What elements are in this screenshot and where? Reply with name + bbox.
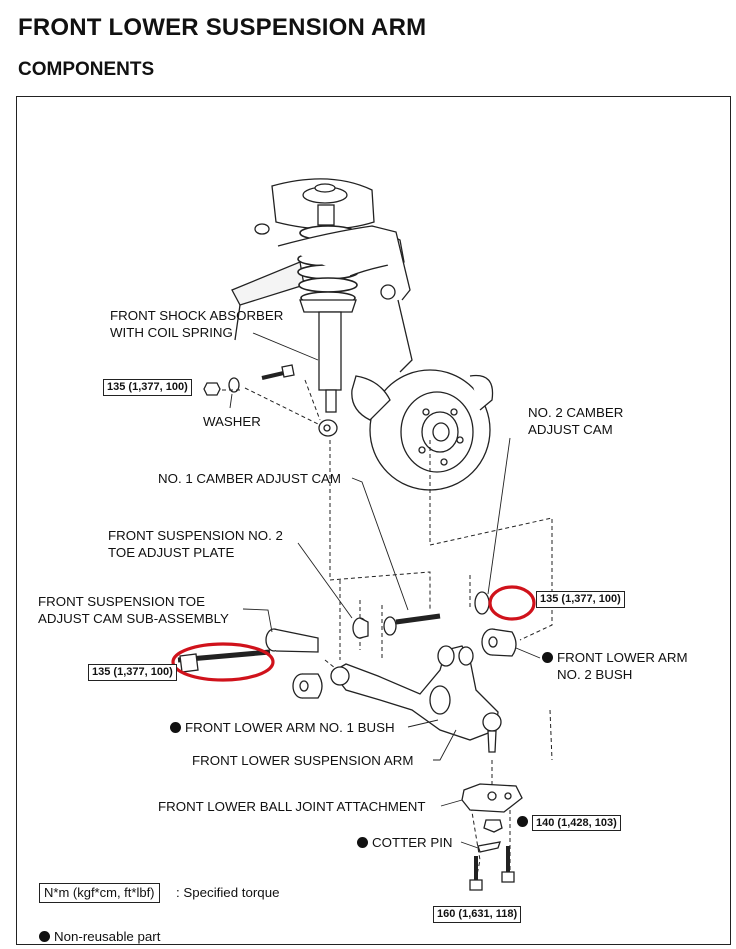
leader-lines [229,332,541,849]
label-washer: WASHER [203,414,261,429]
diagram-frame [16,96,731,945]
legend-torque-unit: N*m (kgf*cm, ft*lbf) [39,883,160,903]
legend-torque-description: : Specified torque [176,885,280,900]
non-reusable-dot-icon [517,816,528,827]
label-toe-adjust-cam-sub-assembly: FRONT SUSPENSION TOE ADJUST CAM SUB-ASSE… [38,594,229,626]
non-reusable-dot-icon [542,652,553,663]
label-front-shock-absorber: FRONT SHOCK ABSORBER WITH COIL SPRING [110,308,284,340]
label-no2-camber-adjust-cam: NO. 2 CAMBER ADJUST CAM [528,405,624,437]
legend-non-reusable: Non-reusable part [39,928,160,945]
label-ball-joint-torque: 140 (1,428, 103) [517,813,621,831]
highlight-toe-cam-bolt [171,642,275,682]
highlight-marks [171,585,536,682]
torque-badge-attachment-bolts: 160 (1,631, 118) [433,906,522,923]
bush-drawings [292,628,517,699]
knuckle-hub-drawing [351,299,494,491]
page-title: FRONT LOWER SUSPENSION ARM [18,14,427,41]
section-title: COMPONENTS [18,59,155,80]
non-reusable-dot-icon [39,931,50,942]
label-front-lower-arm-no2-bush: FRONT LOWER ARM NO. 2 BUSH [542,649,688,683]
non-reusable-dot-icon [357,837,368,848]
torque-badge-shock-bolt: 135 (1,377, 100) [103,379,192,396]
cam-hardware-drawing [177,591,490,673]
shock-bolt-set-drawing [203,364,295,396]
label-front-lower-suspension-arm: FRONT LOWER SUSPENSION ARM [192,753,414,768]
torque-badge-cam2-nut: 135 (1,377, 100) [536,591,625,608]
ball-joint-drawing [461,783,523,891]
label-toe-adjust-plate: FRONT SUSPENSION NO. 2 TOE ADJUST PLATE [108,528,283,560]
label-cotter-pin: COTTER PIN [357,834,453,851]
non-reusable-dot-icon [170,722,181,733]
label-lower-ball-joint-attachment: FRONT LOWER BALL JOINT ATTACHMENT [158,799,426,814]
label-front-lower-arm-no1-bush: FRONT LOWER ARM NO. 1 BUSH [170,719,395,736]
torque-badge-ball-joint-nut: 140 (1,428, 103) [532,815,621,831]
highlight-cam2-nut [488,585,536,621]
label-no1-camber-adjust-cam: NO. 1 CAMBER ADJUST CAM [158,471,341,486]
lower-arm-drawing [330,645,502,753]
torque-badge-toe-cam-bolt: 135 (1,377, 100) [88,664,177,681]
upper-arm-drawing [277,225,411,301]
